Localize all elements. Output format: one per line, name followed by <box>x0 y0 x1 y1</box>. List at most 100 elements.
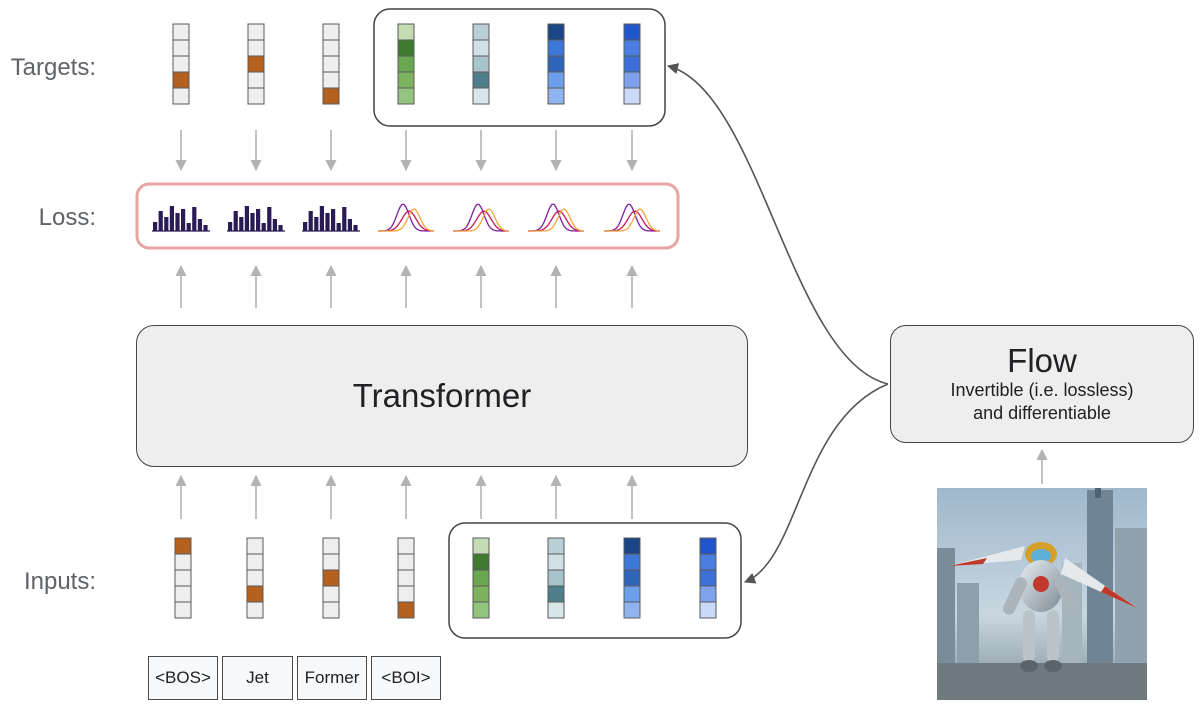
flow-subtitle-line1: Invertible (i.e. lossless) <box>950 380 1134 400</box>
input-text-token-cell <box>174 601 192 619</box>
histogram-bar <box>267 207 272 231</box>
histogram-bar <box>233 211 238 231</box>
target-text-token-cell <box>172 87 190 105</box>
histogram-bar <box>272 219 277 231</box>
gaussian-curve <box>604 208 661 232</box>
input-image-patch-cell <box>623 601 641 619</box>
input-text-token-cell <box>174 569 192 587</box>
histogram-bar <box>158 211 163 231</box>
input-text-token-cell <box>174 553 192 571</box>
input-image-patch-cell <box>547 585 565 603</box>
transformer-label: Transformer <box>352 377 532 414</box>
target-image-patch-cell <box>547 39 565 57</box>
target-text-token-cell <box>322 55 340 73</box>
input-text-token-cell <box>246 601 264 619</box>
input-image-patch-cell <box>547 601 565 619</box>
input-image-patch-cell <box>623 569 641 587</box>
target-image-patch-cell <box>623 55 641 73</box>
arrow-flow-to-inputs <box>743 383 889 584</box>
target-image-patch-cell <box>397 23 415 41</box>
loss-label: Loss: <box>38 204 96 231</box>
gaussian-curves-icon <box>604 203 661 232</box>
input-image-patch-cell <box>623 537 641 555</box>
gaussian-curve <box>528 208 585 232</box>
input-image-patch-cell <box>472 537 490 555</box>
input-text-token-cell <box>246 569 264 587</box>
target-image-patch-cell <box>397 39 415 57</box>
target-image-patch-cell <box>623 71 641 89</box>
target-image-patch-cell <box>547 23 565 41</box>
histogram-bar <box>250 213 255 231</box>
histogram-bar <box>261 223 266 231</box>
target-image-patch-cell <box>623 87 641 105</box>
input-text-token-cell <box>322 569 340 587</box>
histogram-bar <box>175 213 180 231</box>
input-text-token-cell <box>246 537 264 555</box>
target-text-token-cell <box>247 23 265 41</box>
gaussian-curve <box>378 203 434 232</box>
target-image-patch-cell <box>547 87 565 105</box>
input-image-patch-cell <box>547 553 565 571</box>
target-image-patch-cell <box>472 87 490 105</box>
input-text-token-cell <box>322 537 340 555</box>
input-text-token-cell <box>174 537 192 555</box>
histogram-bar <box>314 217 319 231</box>
target-image-patch <box>397 23 415 105</box>
input-image-patch <box>547 537 565 619</box>
input-image-patch-cell <box>623 553 641 571</box>
input-image-patch-cell <box>472 585 490 603</box>
token-bos: <BOS> <box>148 656 218 700</box>
input-image-patch-cell <box>547 537 565 555</box>
target-image-patch-cell <box>397 55 415 73</box>
input-image-group <box>448 522 742 639</box>
input-text-token-cell <box>246 585 264 603</box>
input-text-token-cell <box>397 585 415 603</box>
target-text-token <box>322 23 340 105</box>
target-text-token-cell <box>322 39 340 57</box>
input-image-patch-cell <box>699 601 717 619</box>
input-image-patch-cell <box>699 585 717 603</box>
target-image-patch <box>547 23 565 105</box>
histogram-bar <box>186 223 191 231</box>
target-image-patch-cell <box>472 23 490 41</box>
arrow-flow-to-targets <box>666 63 889 385</box>
histogram-bar <box>325 213 330 231</box>
target-image-patch-cell <box>472 39 490 57</box>
gaussian-curve <box>378 208 435 232</box>
transformer-block: Transformer <box>136 325 748 467</box>
histogram-bar <box>303 222 308 231</box>
target-text-token-cell <box>247 39 265 57</box>
inputs-label: Inputs: <box>23 568 96 595</box>
histogram-bar <box>197 219 202 231</box>
flow-subtitle-line2: and differentiable <box>973 403 1111 423</box>
target-image-patch-cell <box>547 71 565 89</box>
input-image-patch-cell <box>699 537 717 555</box>
target-text-token-cell <box>172 23 190 41</box>
gaussian-curves-icon <box>528 203 585 232</box>
histogram-bar <box>239 217 244 231</box>
input-text-token-cell <box>397 537 415 555</box>
token-boi: <BOI> <box>371 656 441 700</box>
target-text-token <box>247 23 265 105</box>
gaussian-curve <box>453 203 509 232</box>
robot-city-image <box>937 488 1147 700</box>
input-text-token-cell <box>397 569 415 587</box>
targets-label: Targets: <box>10 54 96 81</box>
histogram-bar <box>331 209 336 231</box>
target-image-patch-cell <box>397 71 415 89</box>
histogram-bar <box>256 209 261 231</box>
target-text-token-cell <box>247 55 265 73</box>
histogram-bar <box>169 206 174 231</box>
input-text-token-cell <box>397 601 415 619</box>
flow-block: Flow Invertible (i.e. lossless) and diff… <box>890 325 1194 443</box>
target-text-token-cell <box>322 87 340 105</box>
histogram-bar <box>353 225 358 231</box>
input-text-token <box>246 537 264 619</box>
target-image-patch-cell <box>623 39 641 57</box>
target-text-token-cell <box>172 55 190 73</box>
input-image-patch <box>699 537 717 619</box>
token-jet: Jet <box>222 656 293 700</box>
input-image-patch-cell <box>623 585 641 603</box>
histogram-bar <box>192 207 197 231</box>
